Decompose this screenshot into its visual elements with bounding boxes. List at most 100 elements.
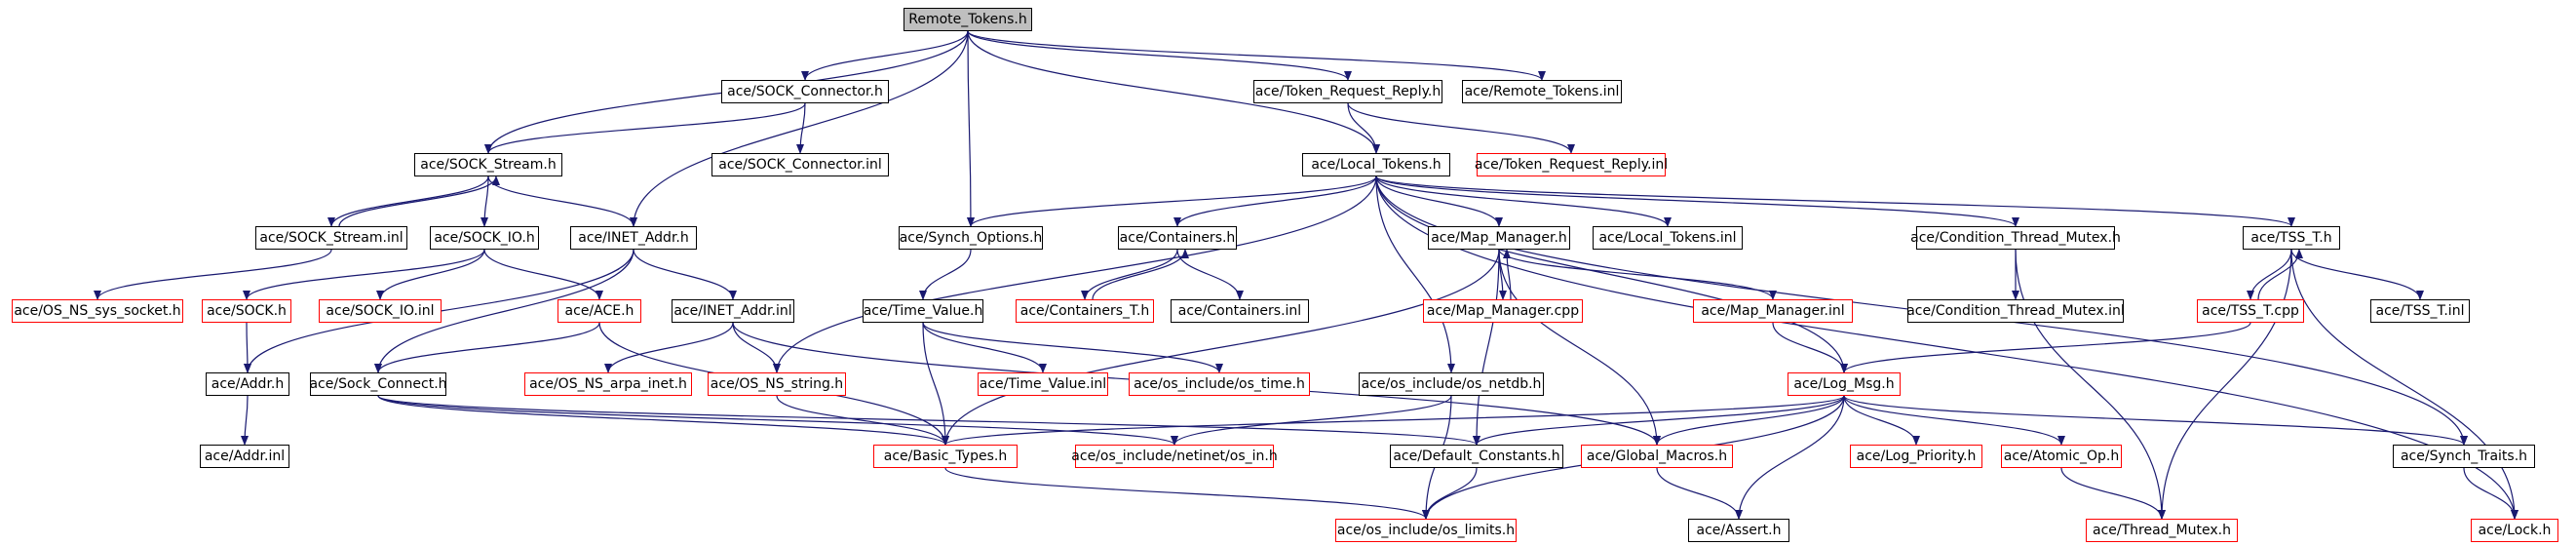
node-condition-thread-mutex-inl[interactable]: ace/Condition_Thread_Mutex.inl bbox=[1906, 299, 2125, 323]
node-addr-inl[interactable]: ace/Addr.inl bbox=[200, 445, 289, 468]
node-sock-h[interactable]: ace/SOCK.h bbox=[202, 299, 291, 323]
edge-synch_options_h-to-time_value_h bbox=[919, 249, 972, 300]
edge-remote_tokens_h-to-token_request_reply_h bbox=[967, 30, 1352, 81]
node-log-msg-h[interactable]: ace/Log_Msg.h bbox=[1788, 372, 1901, 396]
edge-sock_connector_h-to-sock_stream_h bbox=[484, 102, 806, 154]
edge-local_tokens_h-to-map_manager_h bbox=[1375, 176, 1503, 227]
node-map-manager-h[interactable]: ace/Map_Manager.h bbox=[1428, 226, 1570, 250]
node-assert-h[interactable]: ace/Assert.h bbox=[1688, 519, 1789, 542]
node-os-ns-sys-socket-h[interactable]: ace/OS_NS_sys_socket.h bbox=[12, 299, 183, 323]
edge-local_tokens_h-to-tss_t_h bbox=[1375, 176, 2295, 227]
node-sock-stream-h[interactable]: ace/SOCK_Stream.h bbox=[414, 153, 562, 176]
edge-local_tokens_h-to-log_msg_h bbox=[1375, 176, 1848, 373]
edge-containers_h-to-containers_t_h bbox=[1081, 249, 1178, 300]
edge-log_msg_h-to-log_priority_h bbox=[1843, 395, 1920, 446]
edge-remote_tokens_h-to-sock_connector_h bbox=[801, 30, 969, 81]
node-synch-options-h[interactable]: ace/Synch_Options.h bbox=[899, 226, 1043, 250]
node-containers-h[interactable]: ace/Containers.h bbox=[1118, 226, 1237, 250]
node-token-request-reply-h[interactable]: ace/Token_Request_Reply.h bbox=[1253, 80, 1442, 103]
edge-tss_t_h-to-thread_mutex_h bbox=[2158, 249, 2292, 520]
node-map-manager-inl[interactable]: ace/Map_Manager.inl bbox=[1693, 299, 1853, 323]
edge-tss_t_h-to-tss_t_cpp bbox=[2247, 249, 2292, 300]
node-os-netdb-h[interactable]: ace/os_include/os_netdb.h bbox=[1359, 372, 1544, 396]
edge-sock_stream_inl-to-os_ns_sys_socket_h bbox=[94, 249, 332, 300]
node-global-macros-h[interactable]: ace/Global_Macros.h bbox=[1581, 445, 1733, 468]
node-tss-t-cpp[interactable]: ace/TSS_T.cpp bbox=[2197, 299, 2304, 323]
node-containers-t-h[interactable]: ace/Containers_T.h bbox=[1016, 299, 1154, 323]
edge-remote_tokens_h-to-synch_options_h bbox=[966, 30, 975, 227]
edge-sock_io_h-to-sock_io_inl bbox=[376, 249, 485, 300]
edge-local_tokens_h-to-os_netdb_h bbox=[1375, 176, 1455, 373]
edge-containers_h-to-containers_inl bbox=[1176, 249, 1244, 300]
node-containers-inl[interactable]: ace/Containers.inl bbox=[1171, 299, 1309, 323]
node-os-time-h[interactable]: ace/os_include/os_time.h bbox=[1129, 372, 1310, 396]
edge-os_ns_string_h-to-basic_types_h bbox=[776, 395, 949, 446]
node-token-request-reply-inl[interactable]: ace/Token_Request_Reply.inl bbox=[1475, 153, 1668, 176]
node-default-constants-h[interactable]: ace/Default_Constants.h bbox=[1390, 445, 1563, 468]
node-thread-mutex-h[interactable]: ace/Thread_Mutex.h bbox=[2086, 519, 2238, 542]
node-lock-h[interactable]: ace/Lock.h bbox=[2471, 519, 2558, 542]
edge-default_constants_h-to-os_limits_h bbox=[1422, 467, 1478, 520]
edge-sock_connect_h-to-os_in_h bbox=[377, 395, 1178, 446]
node-sock-io-h[interactable]: ace/SOCK_IO.h bbox=[430, 226, 539, 250]
node-tss-t-h[interactable]: ace/TSS_T.h bbox=[2243, 226, 2340, 250]
node-sock-stream-inl[interactable]: ace/SOCK_Stream.inl bbox=[255, 226, 407, 250]
node-os-in-h[interactable]: ace/os_include/netinet/os_in.h bbox=[1071, 445, 1278, 468]
edge-log_msg_h-to-atomic_op_h bbox=[1843, 395, 2065, 446]
edge-inet_addr_h-to-inet_addr_inl bbox=[633, 249, 737, 300]
node-sock-connector-inl[interactable]: ace/SOCK_Connector.inl bbox=[711, 153, 889, 176]
node-synch-traits-h[interactable]: ace/Synch_Traits.h bbox=[2393, 445, 2535, 468]
edge-atomic_op_h-to-thread_mutex_h bbox=[2060, 467, 2166, 520]
node-os-limits-h[interactable]: ace/os_include/os_limits.h bbox=[1335, 519, 1517, 542]
node-remote-tokens-inl[interactable]: ace/Remote_Tokens.inl bbox=[1462, 80, 1622, 103]
edge-sock_connector_h-to-sock_connector_inl bbox=[796, 102, 806, 154]
node-atomic-op-h[interactable]: ace/Atomic_Op.h bbox=[2001, 445, 2122, 468]
node-sock-io-inl[interactable]: ace/SOCK_IO.inl bbox=[319, 299, 442, 323]
node-log-priority-h[interactable]: ace/Log_Priority.h bbox=[1850, 445, 1982, 468]
edge-remote_tokens_h-to-local_tokens_h bbox=[967, 30, 1380, 154]
node-map-manager-cpp[interactable]: ace/Map_Manager.cpp bbox=[1423, 299, 1583, 323]
edge-log_msg_h-to-global_macros_h bbox=[1653, 395, 1845, 446]
edge-map_manager_h-to-map_manager_inl bbox=[1498, 249, 1777, 300]
edge-time_value_h-to-time_value_inl bbox=[922, 322, 1047, 373]
node-sock-connect-h[interactable]: ace/Sock_Connect.h bbox=[309, 372, 447, 396]
edge-inet_addr_h-to-sock_connect_h bbox=[374, 249, 634, 373]
edge-tss_t_cpp-to-tss_t_h bbox=[2257, 249, 2303, 300]
edge-os_netdb_h-to-os_in_h bbox=[1171, 395, 1452, 446]
node-os-ns-string-h[interactable]: ace/OS_NS_string.h bbox=[708, 372, 846, 396]
node-inet-addr-h[interactable]: ace/INET_Addr.h bbox=[570, 226, 697, 250]
edge-ace_h-to-sock_connect_h bbox=[374, 322, 600, 373]
edge-sock_h-to-addr_h bbox=[243, 322, 251, 373]
edge-log_msg_h-to-synch_traits_h bbox=[1843, 395, 2468, 446]
node-inet-addr-inl[interactable]: ace/INET_Addr.inl bbox=[672, 299, 794, 323]
edge-map_manager_h-to-basic_types_h bbox=[942, 249, 1500, 446]
edge-local_tokens_h-to-containers_h bbox=[1173, 176, 1377, 227]
edge-local_tokens_h-to-condition_thread_mutex_h bbox=[1375, 176, 2019, 227]
edge-local_tokens_h-to-os_ns_string_h bbox=[773, 176, 1377, 373]
edge-remote_tokens_h-to-inet_addr_h bbox=[630, 30, 969, 227]
edge-time_value_h-to-basic_types_h bbox=[922, 322, 949, 446]
edge-basic_types_h-to-os_limits_h bbox=[944, 467, 1430, 520]
node-local-tokens-inl[interactable]: ace/Local_Tokens.inl bbox=[1593, 226, 1743, 250]
node-time-value-inl[interactable]: ace/Time_Value.inl bbox=[978, 372, 1108, 396]
edge-log_msg_h-to-default_constants_h bbox=[1473, 395, 1845, 446]
edge-token_request_reply_h-to-local_tokens_h bbox=[1347, 102, 1380, 154]
node-os-ns-arpa-inet-h[interactable]: ace/OS_NS_arpa_inet.h bbox=[524, 372, 692, 396]
edge-sock_connect_h-to-default_constants_h bbox=[377, 395, 1480, 446]
node-tss-t-inl[interactable]: ace/TSS_T.inl bbox=[2370, 299, 2470, 323]
node-addr-h[interactable]: ace/Addr.h bbox=[206, 372, 289, 396]
edge-sock_stream_h-to-inet_addr_h bbox=[487, 176, 637, 227]
node-basic-types-h[interactable]: ace/Basic_Types.h bbox=[873, 445, 1018, 468]
node-condition-thread-mutex-h[interactable]: ace/Condition_Thread_Mutex.h bbox=[1910, 226, 2121, 250]
edge-tss_t_cpp-to-log_msg_h bbox=[1840, 322, 2251, 373]
edge-global_macros_h-to-assert_h bbox=[1656, 467, 1743, 520]
node-ace-h[interactable]: ace/ACE.h bbox=[557, 299, 641, 323]
edge-log_msg_h-to-assert_h bbox=[1735, 395, 1845, 520]
edge-addr_h-to-addr_inl bbox=[241, 395, 250, 446]
edge-tss_t_h-to-tss_t_inl bbox=[2290, 249, 2424, 300]
edge-synch_traits_h-to-lock_h bbox=[2463, 467, 2518, 520]
node-sock-connector-h[interactable]: ace/SOCK_Connector.h bbox=[721, 80, 889, 103]
node-local-tokens-h[interactable]: ace/Local_Tokens.h bbox=[1302, 153, 1450, 176]
node-time-value-h[interactable]: ace/Time_Value.h bbox=[863, 299, 983, 323]
edge-log_msg_h-to-basic_types_h bbox=[942, 395, 1845, 446]
